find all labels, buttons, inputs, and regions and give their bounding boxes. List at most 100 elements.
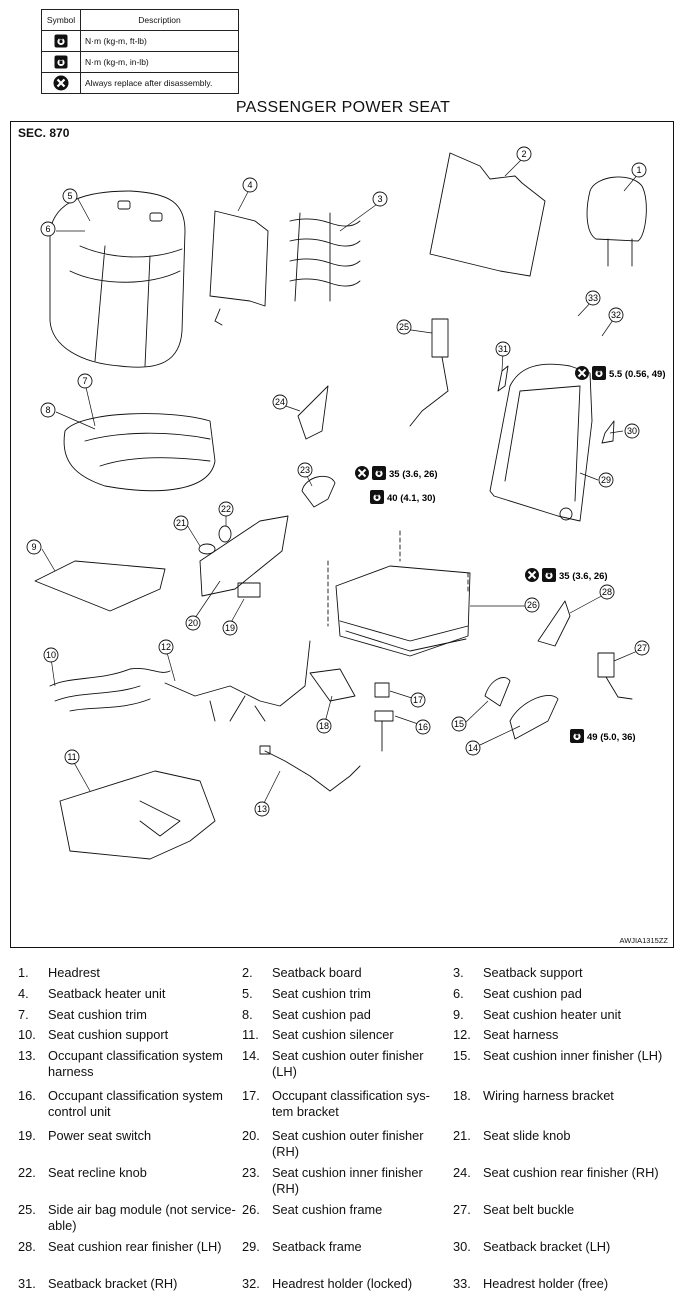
legend-row: 28.Seat cushion rear finisher (LH)29.Sea… (18, 1239, 678, 1276)
legend-item: 22.Seat recline knob (18, 1165, 242, 1202)
callout-number-21: 21 (176, 518, 186, 528)
callout-number-18: 18 (319, 721, 329, 731)
legend-number: 30. (453, 1239, 471, 1254)
legend-number: 9. (453, 1007, 464, 1022)
callout-number-24: 24 (275, 397, 285, 407)
callout-circle-28 (599, 584, 615, 600)
callout-number-29: 29 (601, 475, 611, 485)
callout-number-25: 25 (399, 322, 409, 332)
callout-circle-14 (465, 740, 481, 756)
legend-item: 4.Seatback heater unit (18, 986, 242, 1007)
seatback-seam-shape (69, 245, 183, 367)
legend-part-name: Seatback bracket (RH) (48, 1276, 178, 1291)
legend-part-name: Seat harness (483, 1027, 559, 1042)
headrest-stays-shape (607, 238, 633, 267)
legend-number: 8. (242, 1007, 253, 1022)
callout-number-7: 7 (82, 376, 87, 386)
legend-part-name: Headrest holder (locked) (272, 1276, 413, 1291)
legend-part-name: Wiring harness bracket (483, 1088, 614, 1103)
seat-cushion-trim-back-shape (49, 190, 186, 368)
side-airbag-module-shape (431, 318, 449, 358)
legend-number: 15. (453, 1048, 471, 1063)
legend-item: 28.Seat cushion rear finisher (LH) (18, 1239, 242, 1276)
legend-item: 5.Seat cushion trim (242, 986, 453, 1007)
legend-part-name: Occupant classification sys-tem bracket (272, 1088, 430, 1119)
legend-number: 11. (242, 1027, 259, 1042)
callout-circle-25 (396, 319, 412, 335)
legend-part-name: Occupant classification system harness (48, 1048, 223, 1079)
callout-circle-8 (40, 402, 56, 418)
section-label: SEC. 870 (18, 126, 70, 140)
legend-item: 10. Seat cushion support (18, 1027, 242, 1048)
legend-number: 32. (242, 1276, 260, 1291)
seat-cushion-inner-finisher-rh-shape (301, 475, 336, 508)
callout-number-2: 2 (521, 149, 526, 159)
seatback-support-shape (289, 212, 361, 302)
legend-part-name: Seat recline knob (48, 1165, 147, 1180)
callout-number-13: 13 (257, 804, 267, 814)
symbol-header: Symbol (41, 9, 81, 31)
callout-number-17: 17 (413, 695, 423, 705)
legend-part-name: Headrest holder (free) (483, 1276, 609, 1291)
legend-part-name: Seat cushion pad (272, 1007, 371, 1022)
callout-circle-27 (634, 640, 650, 656)
callout-circle-11 (64, 749, 80, 765)
legend-item: 16.Occupant classification system contro… (18, 1088, 242, 1128)
legend-part-name: Occupant classification system control u… (48, 1088, 223, 1119)
seat-cushion-frame-shape (335, 565, 471, 657)
torque-callout-frame-upper: 35 (3.6, 26) (354, 465, 438, 481)
torque-callout-frame-right: 35 (3.6, 26) (524, 567, 608, 583)
symbol-row: N·m (kg-m, in-lb) (41, 51, 239, 73)
headrest-shape (586, 176, 647, 242)
symbol-table-header: Symbol Description (41, 9, 239, 31)
legend-part-name: Seat cushion pad (483, 986, 582, 1001)
legend-part-name: Seat cushion rear finisher (LH) (48, 1239, 222, 1254)
seat-cushion-inner-finisher-lh-shape (484, 677, 511, 707)
ocs-control-unit-shape (374, 710, 394, 722)
callout-circle-18 (316, 718, 332, 734)
callout-number-1: 1 (636, 165, 641, 175)
seat-cushion-outer-finisher-rh-shape (199, 515, 289, 597)
callout-number-32: 32 (611, 310, 621, 320)
legend-number: 27. (453, 1202, 471, 1217)
legend-item: 17.Occupant classification sys-tem brack… (242, 1088, 453, 1128)
reference-code: AWJIA1315ZZ (619, 936, 669, 945)
callout-number-9: 9 (31, 542, 36, 552)
seat-cushion-rear-finisher-lh-shape (537, 600, 571, 647)
seatback-pivot-shape (559, 507, 573, 521)
callout-number-31: 31 (498, 344, 508, 354)
legend-number: 13. (18, 1048, 36, 1063)
seat-belt-buckle-shape (597, 652, 615, 678)
callout-circle-30 (624, 423, 640, 439)
callout-circle-33 (585, 290, 601, 306)
legend-item: 31.Seatback bracket (RH) (18, 1276, 242, 1297)
callout-number-15: 15 (454, 719, 464, 729)
seatback-frame-inner-shape (504, 385, 581, 502)
legend-part-name: Seatback board (272, 965, 362, 980)
legend-item: 14.Seat cushion outer finisher (LH) (242, 1048, 453, 1088)
legend-part-name: Side air bag module (not service-able) (48, 1202, 236, 1233)
callout-circle-7 (77, 373, 93, 389)
legend-item: 25.Side air bag module (not service-able… (18, 1202, 242, 1239)
callout-circle-19 (222, 620, 238, 636)
legend-item: 32. Headrest holder (locked) (242, 1276, 453, 1297)
torque-wrench-icon (54, 34, 68, 48)
seat-cushion-heater-shape (34, 560, 166, 612)
legend-number: 4. (18, 986, 29, 1001)
callout-number-16: 16 (418, 722, 428, 732)
seat-cushion-shape (63, 413, 216, 492)
legend-item: 18.Wiring harness bracket (453, 1088, 678, 1128)
legend-item: 30.Seatback bracket (LH) (453, 1239, 678, 1276)
legend-number: 14. (242, 1048, 260, 1063)
callout-circle-9 (26, 539, 42, 555)
legend-part-name: Seat cushion support (48, 1027, 169, 1042)
legend-number: 10. (18, 1027, 36, 1042)
legend-number: 21. (453, 1128, 471, 1143)
legend-part-name: Seat cushion rear finisher (RH) (483, 1165, 659, 1180)
legend-number: 5. (242, 986, 253, 1001)
callout-circle-23 (297, 462, 313, 478)
legend-item: 23.Seat cushion inner finisher (RH) (242, 1165, 453, 1202)
exploded-view-diagram: 5.5 (0.56, 49) 35 (3.6, 26) 40 (4.1, 30)… (26, 146, 666, 860)
